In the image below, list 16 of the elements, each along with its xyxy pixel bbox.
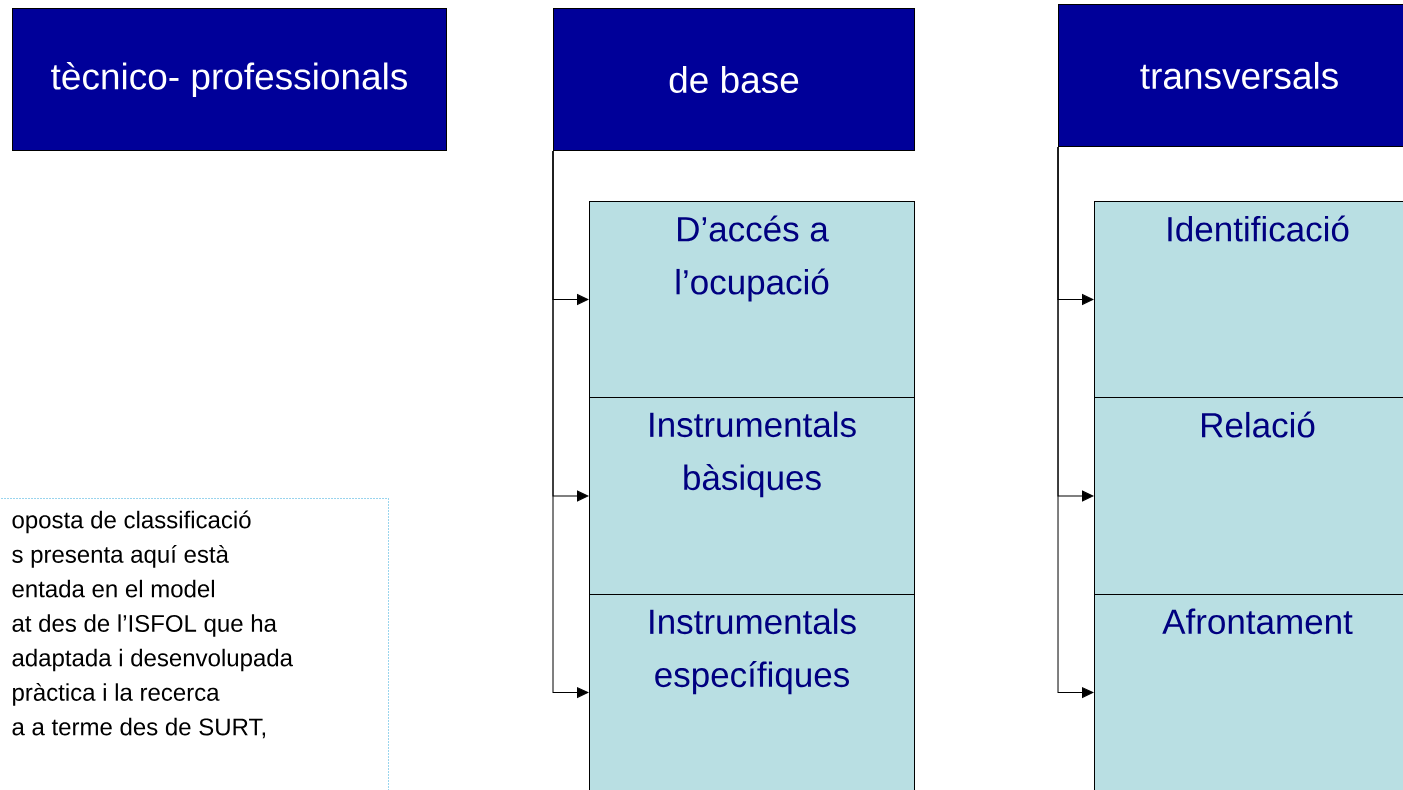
note-box: oposta de classificació s presenta aquí està entada en el model at des de l’ISFOL que ha adaptada i desenvolupada pràctica i la recerca a a terme des de SURT, — [0, 498, 389, 790]
category-box: Afrontament — [1094, 594, 1403, 790]
category-box: Identificació — [1094, 201, 1403, 398]
arrow — [1057, 146, 1094, 698]
header-box: tècnico- professionals — [12, 8, 447, 151]
node-label: Instrumentals específiques — [650, 608, 856, 695]
category-box: Relació — [1094, 397, 1403, 595]
category-box: D’accés a l’ocupació — [589, 201, 915, 398]
header-box: transversals — [1058, 4, 1403, 147]
category-box: Instrumentals específiques — [589, 594, 915, 790]
header-box: de base — [553, 8, 915, 151]
node-label: Afrontament — [1162, 608, 1353, 635]
arrow — [552, 150, 589, 698]
category-box: Instrumentals bàsiques — [589, 397, 915, 595]
node-label: Relació — [1202, 411, 1315, 438]
node-label: Identificació — [1168, 215, 1349, 242]
